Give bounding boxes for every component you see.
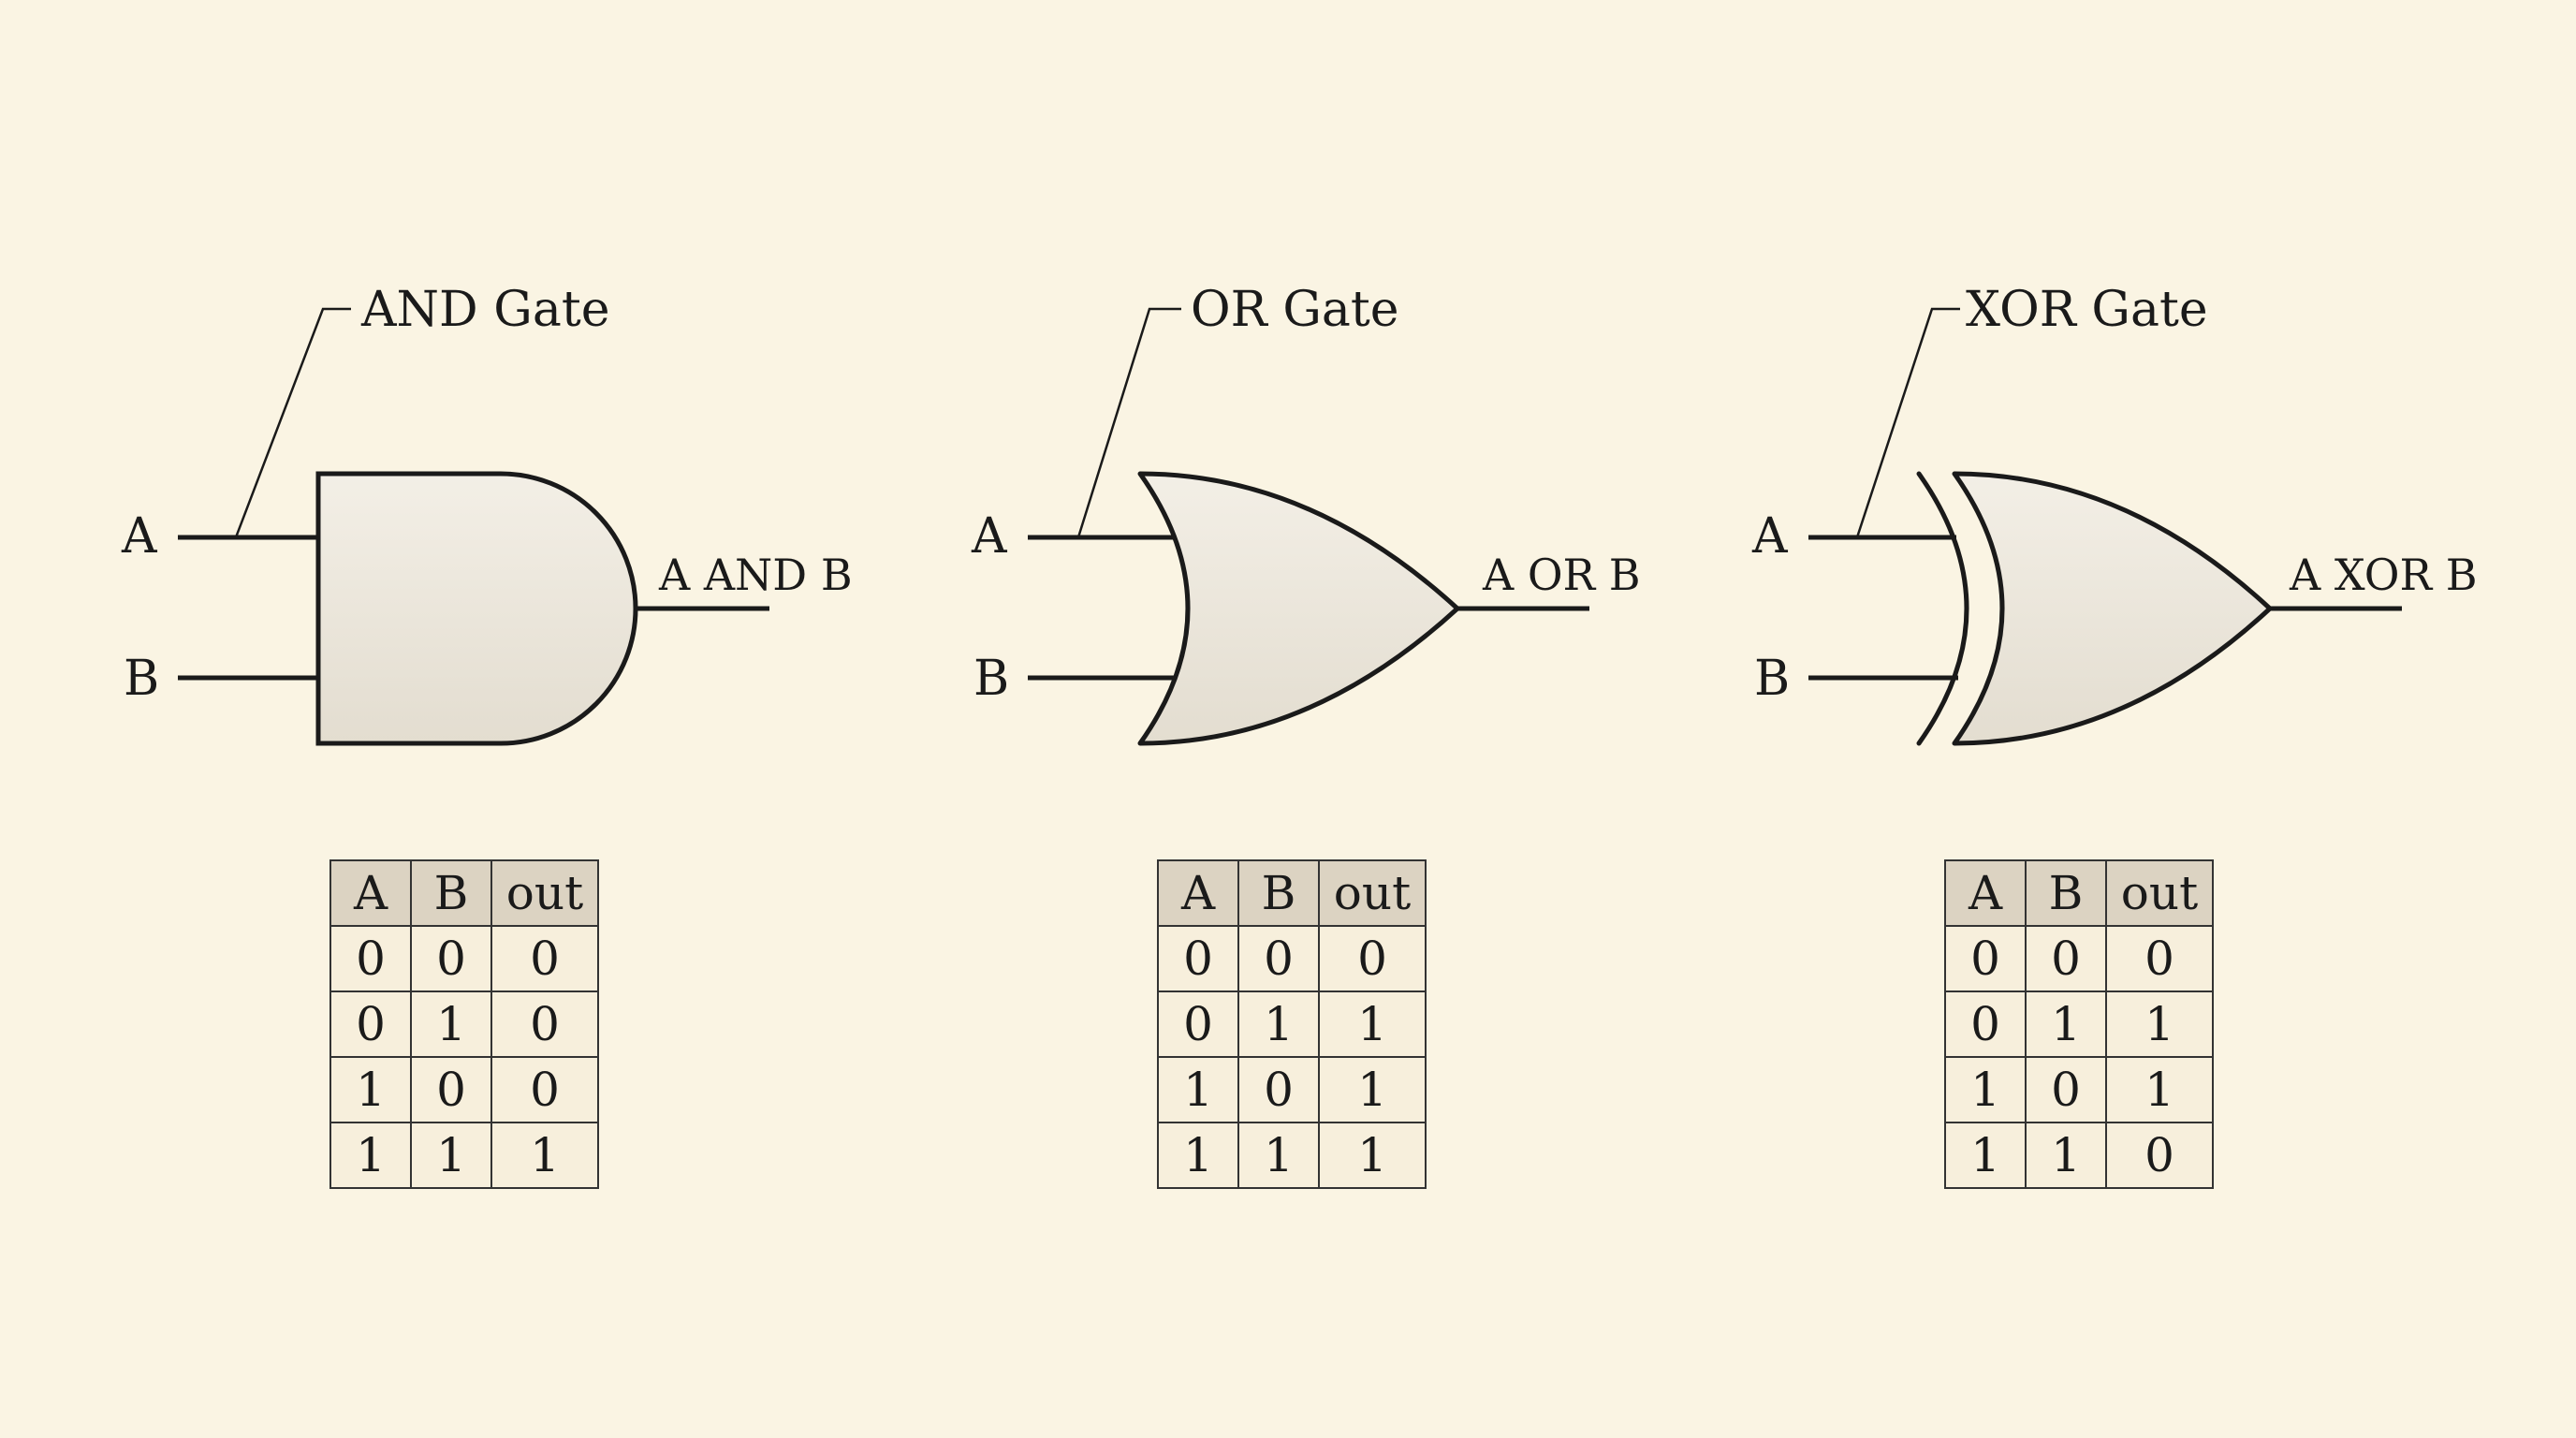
cell-out: 1 — [2105, 990, 2214, 1058]
header-cell-a: A — [1157, 859, 1239, 927]
xor-gate-back-curve — [1916, 471, 1969, 746]
or-gate-group: OR Gate A B A OR B — [971, 282, 1641, 746]
cell-b: 0 — [1237, 1056, 1320, 1123]
and-gate-symbol — [315, 471, 638, 746]
header-cell-out: out — [490, 859, 599, 927]
or-input-b-label: B — [973, 651, 1009, 707]
truth-table-header-row: A B out — [1944, 859, 2214, 927]
header-cell-out: out — [2105, 859, 2214, 927]
and-input-b-label: B — [124, 651, 159, 707]
cell-out: 0 — [2105, 1122, 2214, 1189]
header-cell-b: B — [2025, 859, 2107, 927]
or-input-a-label: A — [971, 508, 1008, 565]
truth-table-row: 0 0 0 — [329, 925, 599, 992]
truth-table-row: 1 1 0 — [1944, 1122, 2214, 1189]
cell-b: 1 — [1237, 1122, 1320, 1189]
cell-a: 0 — [1944, 990, 2027, 1058]
cell-b: 1 — [410, 990, 492, 1058]
and-gate-leader-line — [234, 307, 351, 538]
cell-a: 1 — [329, 1122, 412, 1189]
cell-out: 0 — [490, 925, 599, 992]
cell-out: 0 — [490, 1056, 599, 1123]
cell-a: 0 — [329, 925, 412, 992]
truth-table-row: 1 1 1 — [329, 1122, 599, 1189]
or-gate-symbol — [1137, 471, 1460, 746]
and-input-a-label: A — [121, 508, 158, 565]
cell-b: 0 — [2025, 925, 2107, 992]
cell-b: 1 — [1237, 990, 1320, 1058]
cell-out: 0 — [1318, 925, 1427, 992]
cell-a: 0 — [329, 990, 412, 1058]
truth-table-row: 0 1 1 — [1944, 990, 2214, 1058]
cell-b: 0 — [410, 925, 492, 992]
truth-table-row: 1 1 1 — [1157, 1122, 1427, 1189]
cell-b: 0 — [410, 1056, 492, 1123]
truth-table-header-row: A B out — [329, 859, 599, 927]
cell-out: 1 — [1318, 1056, 1427, 1123]
cell-a: 1 — [1944, 1122, 2027, 1189]
xor-gate-group: XOR Gate A B A XOR B — [1751, 282, 2478, 746]
header-cell-out: out — [1318, 859, 1427, 927]
cell-a: 0 — [1944, 925, 2027, 992]
cell-out: 1 — [490, 1122, 599, 1189]
cell-a: 1 — [329, 1056, 412, 1123]
header-cell-a: A — [329, 859, 412, 927]
xor-truth-table: A B out 0 0 0 0 1 1 1 0 1 1 1 0 — [1944, 859, 2214, 1189]
truth-table-header-row: A B out — [1157, 859, 1427, 927]
cell-b: 1 — [410, 1122, 492, 1189]
cell-b: 1 — [2025, 990, 2107, 1058]
cell-out: 0 — [2105, 925, 2214, 992]
and-gate-group: AND Gate A B A AND B — [121, 282, 853, 746]
cell-a: 0 — [1157, 925, 1239, 992]
cell-a: 0 — [1157, 990, 1239, 1058]
truth-table-row: 0 1 1 — [1157, 990, 1427, 1058]
and-output-label: A AND B — [658, 550, 853, 600]
cell-out: 1 — [1318, 990, 1427, 1058]
cell-a: 1 — [1157, 1122, 1239, 1189]
truth-table-row: 1 0 1 — [1157, 1056, 1427, 1123]
cell-a: 1 — [1157, 1056, 1239, 1123]
xor-input-b-label: B — [1754, 651, 1790, 707]
xor-input-a-label: A — [1751, 508, 1789, 565]
cell-b: 0 — [2025, 1056, 2107, 1123]
cell-b: 0 — [1237, 925, 1320, 992]
cell-out: 1 — [1318, 1122, 1427, 1189]
xor-gate-title: XOR Gate — [1966, 282, 2208, 338]
and-truth-table: A B out 0 0 0 0 1 0 1 0 0 1 1 1 — [329, 859, 599, 1189]
cell-a: 1 — [1944, 1056, 2027, 1123]
truth-table-row: 1 0 1 — [1944, 1056, 2214, 1123]
or-output-label: A OR B — [1482, 550, 1641, 600]
truth-table-row: 0 0 0 — [1157, 925, 1427, 992]
truth-table-row: 0 1 0 — [329, 990, 599, 1058]
xor-output-label: A XOR B — [2289, 550, 2478, 600]
truth-table-row: 0 0 0 — [1944, 925, 2214, 992]
xor-gate-symbol — [1952, 471, 2273, 746]
cell-out: 1 — [2105, 1056, 2214, 1123]
truth-table-row: 1 0 0 — [329, 1056, 599, 1123]
header-cell-a: A — [1944, 859, 2027, 927]
or-truth-table: A B out 0 0 0 0 1 1 1 0 1 1 1 1 — [1157, 859, 1427, 1189]
or-gate-title: OR Gate — [1191, 282, 1399, 338]
and-gate-title: AND Gate — [360, 282, 609, 338]
or-gate-leader-line — [1076, 307, 1181, 538]
cell-b: 1 — [2025, 1122, 2107, 1189]
header-cell-b: B — [410, 859, 492, 927]
cell-out: 0 — [490, 990, 599, 1058]
xor-gate-leader-line — [1855, 307, 1960, 538]
header-cell-b: B — [1237, 859, 1320, 927]
